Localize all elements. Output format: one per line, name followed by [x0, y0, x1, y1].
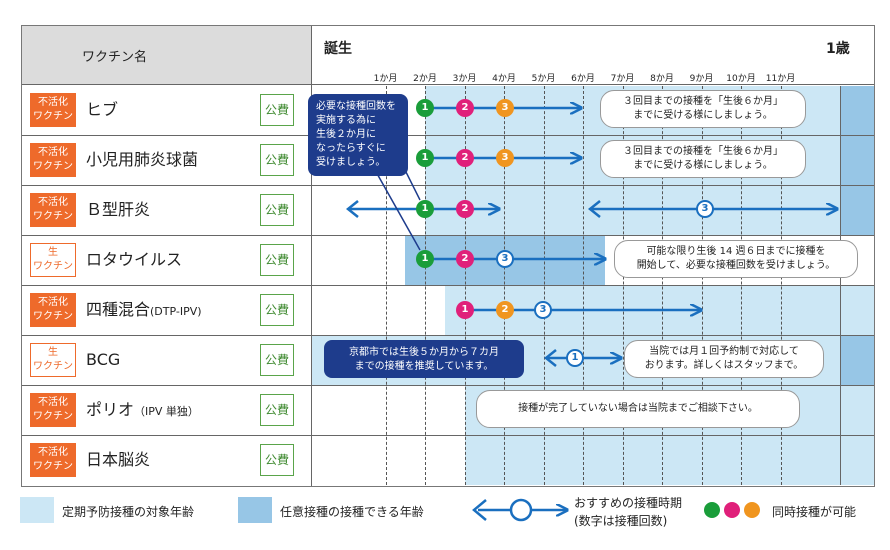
- month-label: 1か月: [373, 74, 398, 84]
- row-divider: [22, 385, 874, 386]
- vaccine-row: 不活化ワクチン日本脳炎 公費: [22, 435, 311, 485]
- live-vaccine-badge: 生ワクチン: [30, 243, 76, 277]
- public-funding-badge: 公費: [260, 294, 294, 326]
- legend-pink-dot: [724, 502, 740, 518]
- birth-label: 誕生: [324, 41, 352, 57]
- rota-dose-3: 3: [496, 250, 514, 268]
- polio-note: 接種が完了していない場合は当院までご相談下さい。: [476, 390, 800, 428]
- vaccine-row: 不活化ワクチン Ｂ型肝炎 公費: [22, 185, 311, 235]
- month-label: 11か月: [765, 74, 796, 84]
- inactivated-vaccine-badge: 不活化ワクチン: [30, 193, 76, 227]
- one-year-label: 1歳: [826, 41, 850, 57]
- pneumo-dose-2: 2: [456, 149, 474, 167]
- je-routine-shade: [465, 436, 874, 485]
- hib-note: ３回目までの接種を「生後６か月」 までに受ける様にしましょう。: [600, 90, 806, 128]
- vaccine-name: ヒブ: [86, 100, 119, 119]
- rota-note: 可能な限り生後 14 週６日までに接種を 開始して、必要な接種回数を受けましょう…: [614, 240, 858, 278]
- bcg-dose-1: 1: [566, 349, 584, 367]
- hepb-dose-1: 1: [416, 200, 434, 218]
- legend-green-dot: [704, 502, 720, 518]
- vaccine-row: 不活化ワクチン四種混合(DTP-IPV) 公費: [22, 285, 311, 335]
- schedule-table-frame: [21, 25, 875, 487]
- month-label: 8か月: [650, 74, 674, 84]
- public-funding-badge: 公費: [260, 194, 294, 226]
- legend-routine-swatch: [20, 497, 54, 523]
- hepb-dose-2: 2: [456, 200, 474, 218]
- hib-dose-2: 2: [456, 99, 474, 117]
- month-label: 3か月: [452, 74, 477, 84]
- bcg-note: 当院では月１回予約制で対応して おります。詳しくはスタッフまで。: [624, 340, 824, 378]
- vaccine-name: BCG: [86, 350, 121, 369]
- bcg-optional-shade: [840, 336, 874, 385]
- legend-routine-label: 定期予防接種の対象年齢: [62, 505, 195, 519]
- legend-circle: [509, 498, 533, 522]
- legend-optional-swatch: [238, 497, 272, 523]
- row-divider: [22, 235, 874, 236]
- row-divider: [22, 135, 874, 136]
- public-funding-badge: 公費: [260, 144, 294, 176]
- header-timeline-cell: [311, 26, 874, 84]
- public-funding-badge: 公費: [260, 244, 294, 276]
- public-funding-badge: 公費: [260, 94, 294, 126]
- vaccine-row: 不活化ワクチンヒブ 公費: [22, 85, 311, 135]
- header-vaccine-label: ワクチン名: [82, 50, 148, 65]
- inactivated-vaccine-badge: 不活化ワクチン: [30, 393, 76, 427]
- month-label: 10か月: [726, 74, 756, 84]
- rota-dose-2: 2: [456, 250, 474, 268]
- vaccine-row: 不活化ワクチンポリオ（IPV 単独） 公費: [22, 385, 311, 435]
- legend-simultaneous-label: 同時接種が可能: [772, 505, 857, 519]
- dtp-dose-1: 1: [456, 301, 474, 319]
- row-divider: [22, 84, 874, 85]
- row-divider: [22, 285, 874, 286]
- public-funding-badge: 公費: [260, 444, 294, 476]
- legend-recommended-label: おすすめの接種時期: [574, 496, 683, 510]
- vaccine-name: 四種混合(DTP-IPV): [86, 300, 202, 319]
- public-funding-badge: 公費: [260, 344, 294, 376]
- row-divider: [22, 335, 874, 336]
- inactivated-vaccine-badge: 不活化ワクチン: [30, 293, 76, 327]
- live-vaccine-badge: 生ワクチン: [30, 343, 76, 377]
- inactivated-vaccine-badge: 不活化ワクチン: [30, 143, 76, 177]
- month-label: 9か月: [689, 74, 714, 84]
- vaccine-row: 生ワクチンロタウイルス 公費: [22, 235, 311, 285]
- rota-dose-1: 1: [416, 250, 434, 268]
- month-label: 2か月: [413, 74, 437, 84]
- inactivated-vaccine-badge: 不活化ワクチン: [30, 443, 76, 477]
- hib-dose-1: 1: [416, 99, 434, 117]
- month-label: 4か月: [492, 74, 516, 84]
- vaccine-name: 日本脳炎: [86, 450, 151, 469]
- vaccine-row: 生ワクチン BCG 公費: [22, 335, 311, 385]
- name-column-divider: [311, 26, 312, 486]
- vaccine-name: 小児用肺炎球菌: [86, 150, 199, 169]
- row-divider: [22, 435, 874, 436]
- inactivated-vaccine-badge: 不活化ワクチン: [30, 93, 76, 127]
- vaccine-name: ポリオ（IPV 単独）: [86, 400, 199, 419]
- public-funding-badge: 公費: [260, 394, 294, 426]
- row-divider: [22, 185, 874, 186]
- vaccine-name: Ｂ型肝炎: [86, 200, 151, 219]
- vaccine-row: 不活化ワクチン小児用肺炎球菌 公費: [22, 135, 311, 185]
- month-label: 6か月: [571, 74, 595, 84]
- callout-bcg-kyoto: 京都市では生後５か月から７カ月 までの接種を推奨しています。: [324, 340, 524, 378]
- hepb-dose-3: 3: [696, 200, 714, 218]
- month-label: 7か月: [610, 74, 635, 84]
- legend-recommended-sub: (数字は接種回数): [574, 514, 668, 528]
- post-1yr-shade: [840, 86, 874, 235]
- pneumo-dose-3: 3: [496, 149, 514, 167]
- legend-optional-label: 任意接種の接種できる年齢: [280, 505, 424, 519]
- legend-orange-dot: [744, 502, 760, 518]
- dtp-dose-3: 3: [534, 301, 552, 319]
- dtp-dose-2: 2: [496, 301, 514, 319]
- month-label: 5か月: [531, 74, 556, 84]
- header-vaccine-cell: ワクチン名: [22, 26, 311, 84]
- vaccine-name: ロタウイルス: [86, 250, 183, 269]
- pneumo-note: ３回目までの接種を「生後６か月」 までに受ける様にしましょう。: [600, 140, 806, 178]
- callout-start-at-2-months: 必要な接種回数を 実施する為に 生後２か月に なったらすぐに 受けましょう。: [308, 94, 408, 176]
- hib-dose-3: 3: [496, 99, 514, 117]
- pneumo-dose-1: 1: [416, 149, 434, 167]
